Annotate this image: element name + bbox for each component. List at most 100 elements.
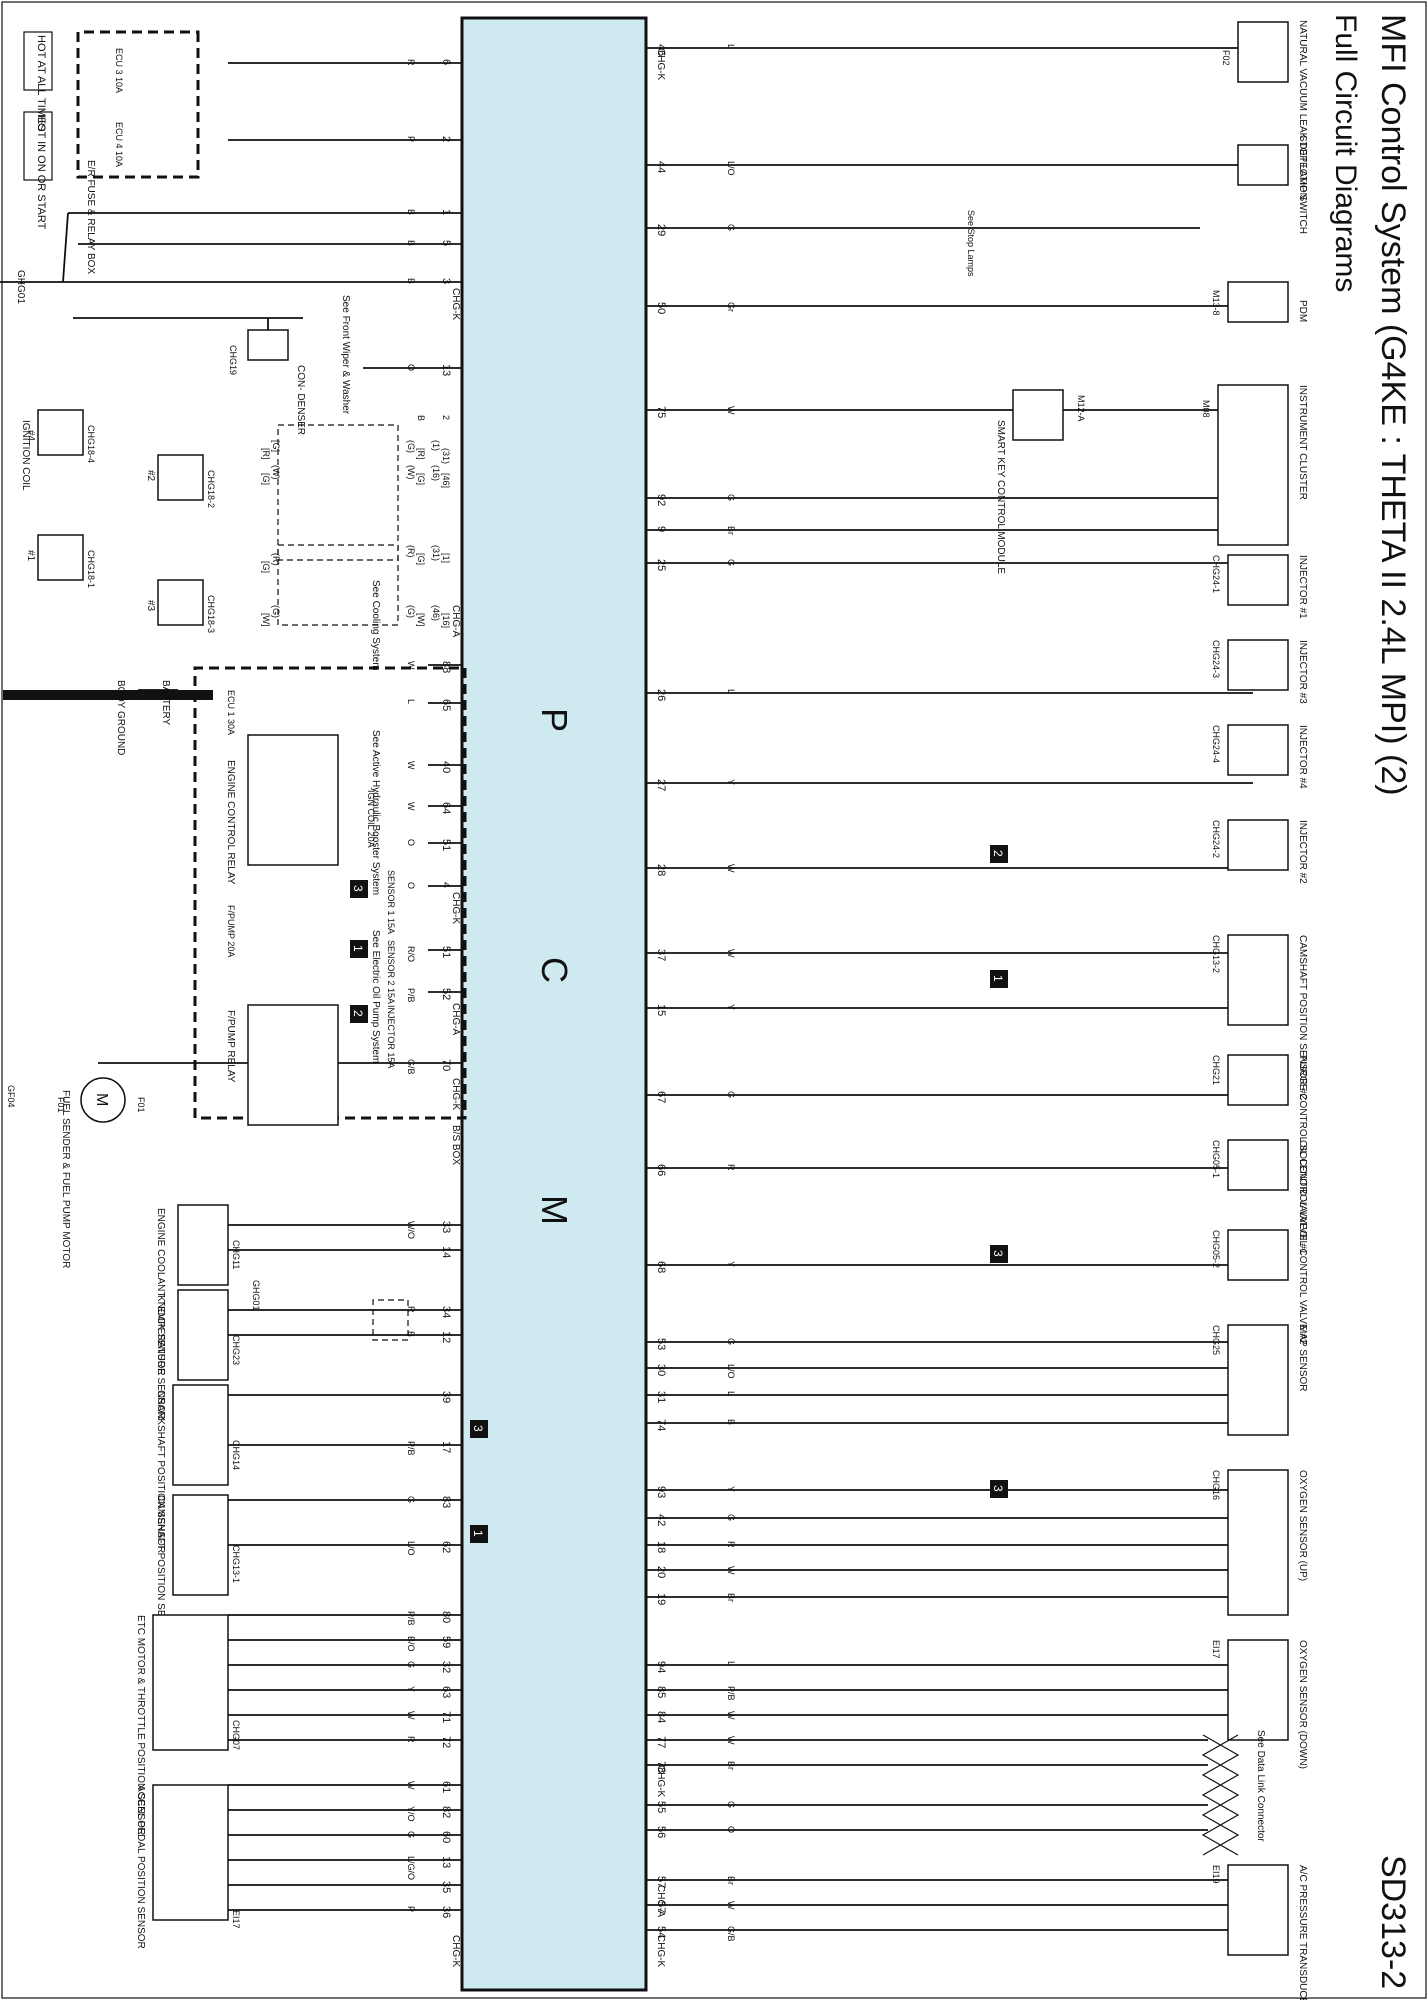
pcm-module	[460, 16, 648, 1992]
ign-left-wire: (W)	[271, 465, 281, 480]
ign-wire: B	[416, 415, 426, 421]
ign-left-wire: [R]	[261, 448, 271, 460]
right-wire-color: B	[726, 1419, 736, 1425]
right-device-conn: CHG13-2	[1211, 935, 1221, 973]
right-device-label: INJECTOR #3	[1297, 640, 1308, 704]
ignition-coil-1	[37, 534, 84, 581]
nvld-label: NATURAL VACUUM LEAK DETECTION	[1297, 20, 1308, 200]
left-wire-color: G	[406, 1496, 416, 1503]
right-wire-color: Br	[726, 526, 736, 535]
right-pin-number: 50	[655, 302, 667, 314]
ign-left-wire: [G]	[271, 440, 281, 452]
right-wire-color: W	[726, 1736, 736, 1745]
ign-pin: [46]	[441, 473, 451, 488]
conn-label: CHG-K	[450, 892, 461, 925]
ref-tag	[350, 1005, 368, 1023]
left-wire-color: B	[406, 1331, 416, 1337]
right-wire-color: L/O	[726, 161, 736, 176]
right-device-label: INJECTOR #1	[1297, 555, 1308, 619]
right-device-label: OIL CONTROL VALVE #2	[1297, 1230, 1308, 1345]
left-pin-number: 62	[440, 1541, 452, 1553]
aps-label: ACCEL PEDAL POSITION SENSOR	[135, 1785, 146, 1949]
left-wire-color: Y	[406, 1686, 416, 1692]
see-ahb-label: See Active Hydraulic Booster System	[370, 730, 381, 895]
right-device-label: OIL CONTROL VALVE #1	[1297, 1140, 1308, 1255]
instrument-cluster	[1217, 384, 1289, 546]
right-pin-number: 84	[655, 1711, 667, 1723]
right-pin-number: 57	[655, 1876, 667, 1888]
left-wire-color: W/O	[406, 1221, 416, 1239]
left-wire-color: G	[406, 1661, 416, 1668]
right-wire-color: Y	[726, 779, 736, 785]
stop-lamp-switch	[1237, 144, 1289, 186]
condenser-conn: CHG19	[228, 345, 238, 375]
ref-tag-number: 1	[991, 975, 1005, 982]
hot-box	[23, 31, 53, 91]
see-eop-label: See Electric Oil Pump System	[370, 930, 381, 1063]
right-pin-number: 46	[655, 44, 667, 56]
chg18-2: CHG18-2	[206, 470, 216, 508]
left-pin-number: 83	[440, 1496, 452, 1508]
ghg01-label: GHG01	[15, 270, 26, 304]
left-pin-number: 51	[440, 946, 452, 958]
ref-tag	[990, 1480, 1008, 1498]
right-device	[1227, 1469, 1289, 1616]
page-code: SD313-2	[1374, 1855, 1412, 1989]
right-device-conn: CHG21	[1211, 1055, 1221, 1085]
gf04-label: GF04	[6, 1085, 16, 1108]
right-device-conn: EI17	[1211, 1640, 1221, 1659]
ign-pin: (46)	[431, 605, 441, 621]
right-device-label: PURGE CONTROL SOLENOID VALVE	[1297, 1055, 1308, 1230]
ign-wire: (R)	[406, 545, 416, 558]
conn-label: CHG-A	[450, 1003, 461, 1036]
fuel-sender-label: FUEL SENDER & FUEL PUMP MOTOR	[60, 1090, 71, 1268]
chg11-label: CHG11	[231, 1240, 241, 1269]
right-pin-number: 19	[655, 1593, 667, 1605]
right-pin-number: 92	[655, 494, 667, 506]
right-pin-number: 57	[655, 1901, 667, 1913]
right-wire-color: Y	[726, 1004, 736, 1010]
right-pin-number: 42	[655, 1514, 667, 1526]
left-pin-number: 17	[440, 1441, 452, 1453]
right-pin-number: 68	[655, 1261, 667, 1273]
smk-label: SMART KEY CONTROL MODULE	[995, 420, 1006, 574]
condenser-label: CON- DENSER	[295, 365, 306, 435]
motor-icon: M	[93, 1093, 110, 1106]
right-pin-number: 85	[655, 1686, 667, 1698]
etc-sensor	[152, 1614, 229, 1751]
left-pin-number: 12	[440, 1331, 452, 1343]
right-device-label: CAMSHAFT POSITION SENSOR #2	[1297, 935, 1308, 1100]
see-front-wiper: See Front Wiper & Washer	[340, 295, 351, 415]
ign-pin: [16]	[441, 613, 451, 628]
left-wire-color: W	[406, 802, 416, 811]
engine-control-relay	[247, 734, 339, 866]
left-pin-number: 34	[440, 1306, 452, 1318]
left-wire-color: O	[406, 882, 416, 889]
fpump-relay-label: F/PUMP RELAY	[225, 1010, 236, 1083]
cmp1-sensor	[172, 1494, 229, 1596]
ign-pin: (1)	[431, 440, 441, 451]
right-pin-number: 28	[655, 864, 667, 876]
condenser	[247, 329, 289, 361]
nvld-switch	[1237, 21, 1289, 83]
ign-wire: (G)	[406, 605, 416, 618]
knock-sensor	[177, 1289, 229, 1381]
ign-harness-box	[277, 424, 399, 561]
chg07-label: CHG07	[231, 1720, 241, 1750]
right-pin-number: 55	[655, 1801, 667, 1813]
right-wire-color: G	[726, 1338, 736, 1345]
right-pin-number: 44	[655, 161, 667, 173]
ect-sensor	[177, 1204, 229, 1286]
left-pin-number: 1	[440, 209, 452, 215]
left-pin-number: 63	[440, 1686, 452, 1698]
right-wire-color: L	[726, 689, 736, 694]
right-wire-color: Gr	[726, 302, 736, 312]
ign-left-wire: (R)	[271, 553, 281, 566]
ecr-label: ENGINE CONTROL RELAY	[225, 760, 236, 885]
m12a-label: M12-A	[1076, 395, 1086, 422]
ref-tag	[990, 970, 1008, 988]
stop-lamp-label: STOP LAMP SWITCH	[1297, 135, 1308, 234]
